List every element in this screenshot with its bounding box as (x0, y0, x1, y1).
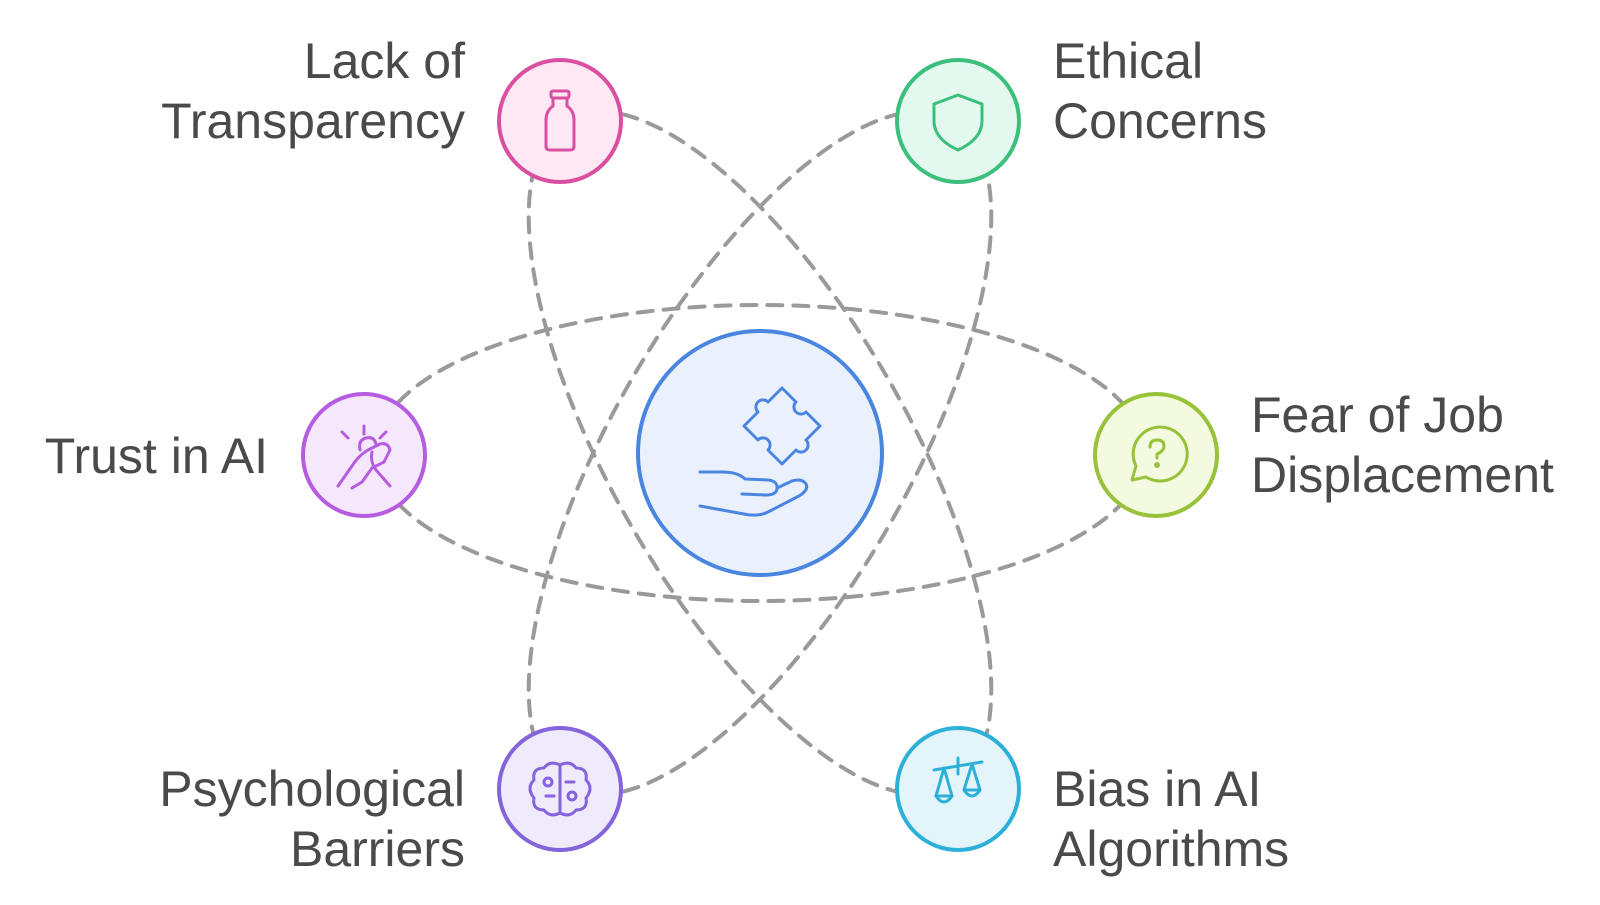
node-fear: Fear of Job Displacement (1093, 387, 1554, 518)
label-line: Barriers (290, 821, 465, 877)
question-bubble-icon (1130, 425, 1189, 483)
bottle-icon (544, 89, 576, 152)
label-line: Ethical (1053, 33, 1203, 89)
center-circle (636, 329, 884, 577)
node-circle (895, 58, 1021, 184)
node-transparency: Lack of Transparency (161, 33, 623, 184)
label-line: Trust in AI (45, 428, 268, 484)
label-line: Concerns (1053, 93, 1267, 149)
center-node (636, 329, 884, 577)
hand-puzzle-icon (698, 386, 822, 517)
node-ethical: Ethical Concerns (895, 33, 1267, 184)
scales-icon (932, 756, 984, 804)
node-bias: Bias in AI Algorithms (895, 726, 1289, 877)
node-psych: Psychological Barriers (159, 726, 623, 877)
label-line: Displacement (1251, 447, 1554, 503)
node-trust: Trust in AI (45, 392, 427, 518)
label-line: Psychological (159, 761, 465, 817)
label-line: Fear of Job (1251, 387, 1504, 443)
label-line: Lack of (304, 33, 465, 89)
label-line: Bias in AI (1053, 761, 1261, 817)
brain-icon (528, 761, 592, 817)
node-circle (895, 726, 1021, 852)
node-circle (497, 58, 623, 184)
label-line: Transparency (161, 93, 465, 149)
handshake-icon (336, 424, 392, 490)
node-circle (301, 392, 427, 518)
shield-icon (932, 93, 984, 152)
label-line: Algorithms (1053, 821, 1289, 877)
